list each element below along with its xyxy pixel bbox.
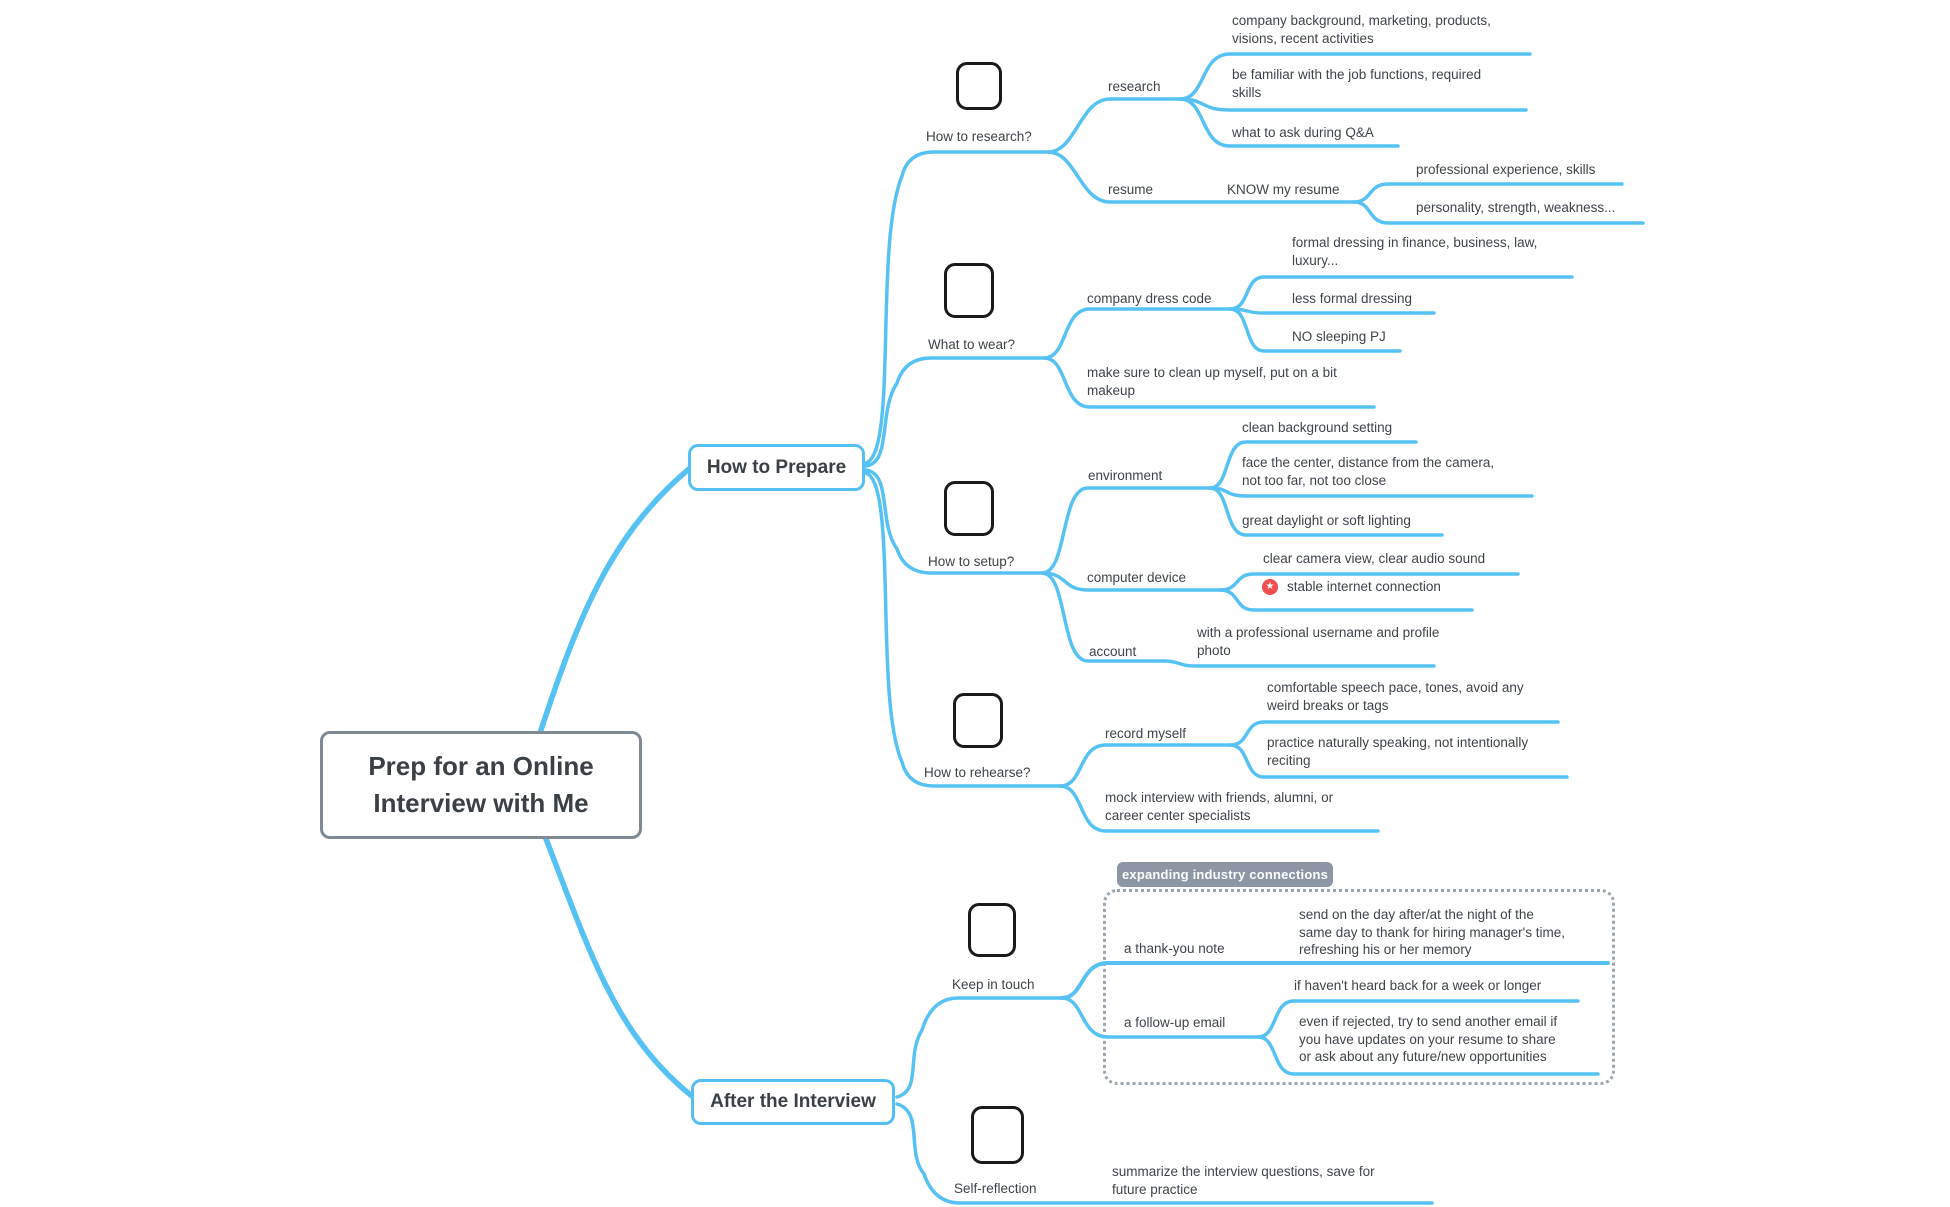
- leaf-face-center[interactable]: face the center, distance from the camer…: [1242, 455, 1495, 488]
- image-placeholder[interactable]: [944, 481, 994, 536]
- main-topic-after-the-interview[interactable]: After the Interview: [691, 1079, 895, 1125]
- leaf-makeup[interactable]: make sure to clean up myself, put on a b…: [1087, 365, 1337, 398]
- leaf-less-formal[interactable]: less formal dressing: [1292, 291, 1413, 306]
- topic-resume[interactable]: resume: [1108, 182, 1154, 197]
- leaf-qa[interactable]: what to ask during Q&A: [1232, 125, 1374, 140]
- leaf-camera-audio[interactable]: clear camera view, clear audio sound: [1263, 551, 1486, 566]
- topic-research[interactable]: research: [1108, 79, 1161, 94]
- priority-star-icon[interactable]: ★: [1262, 579, 1278, 595]
- topic-account[interactable]: account: [1089, 644, 1137, 659]
- root-topic[interactable]: Prep for an Online Interview with Me: [320, 731, 642, 839]
- leaf-professional-experience[interactable]: professional experience, skills: [1416, 162, 1596, 177]
- image-placeholder[interactable]: [956, 62, 1002, 110]
- leaf-personality[interactable]: personality, strength, weakness...: [1416, 200, 1616, 215]
- leaf-week-or-longer[interactable]: if haven't heard back for a week or long…: [1294, 978, 1542, 993]
- topic-record-myself[interactable]: record myself: [1105, 726, 1187, 741]
- image-placeholder[interactable]: [971, 1106, 1024, 1164]
- leaf-summarize[interactable]: summarize the interview questions, save …: [1112, 1164, 1375, 1197]
- leaf-stable-internet[interactable]: ★ stable internet connection: [1262, 578, 1441, 596]
- leaf-job-functions[interactable]: be familiar with the job functions, requ…: [1232, 67, 1482, 100]
- group-boundary[interactable]: [1103, 889, 1615, 1085]
- topic-how-to-rehearse[interactable]: How to rehearse?: [924, 765, 1031, 780]
- topic-know-my-resume[interactable]: KNOW my resume: [1227, 182, 1340, 197]
- leaf-practice-naturally[interactable]: practice naturally speaking, not intenti…: [1267, 735, 1529, 768]
- topic-self-reflection[interactable]: Self-reflection: [954, 1181, 1037, 1196]
- topic-company-dress-code[interactable]: company dress code: [1087, 291, 1212, 306]
- leaf-text: stable internet connection: [1287, 579, 1441, 594]
- leaf-username-photo[interactable]: with a professional username and profile…: [1197, 625, 1440, 658]
- topic-environment[interactable]: environment: [1088, 468, 1163, 483]
- image-placeholder[interactable]: [944, 263, 994, 318]
- topic-computer-device[interactable]: computer device: [1087, 570, 1187, 585]
- leaf-even-if-rejected[interactable]: even if rejected, try to send another em…: [1299, 1014, 1558, 1064]
- topic-what-to-wear[interactable]: What to wear?: [928, 337, 1016, 352]
- leaf-no-pj[interactable]: NO sleeping PJ: [1292, 329, 1386, 344]
- topic-a-thank-you-note[interactable]: a thank-you note: [1124, 941, 1225, 956]
- leaf-send-day-after[interactable]: send on the day after/at the night of th…: [1299, 907, 1565, 957]
- leaf-clean-background[interactable]: clean background setting: [1242, 420, 1393, 435]
- leaf-speech-pace[interactable]: comfortable speech pace, tones, avoid an…: [1267, 680, 1524, 713]
- leaf-company-background[interactable]: company background, marketing, products,…: [1232, 13, 1491, 46]
- image-placeholder[interactable]: [953, 693, 1003, 748]
- topic-how-to-setup[interactable]: How to setup?: [928, 554, 1015, 569]
- topic-keep-in-touch[interactable]: Keep in touch: [952, 977, 1035, 992]
- main-topic-how-to-prepare[interactable]: How to Prepare: [688, 444, 865, 491]
- topic-how-to-research[interactable]: How to research?: [926, 129, 1032, 144]
- topic-a-follow-up-email[interactable]: a follow-up email: [1124, 1015, 1226, 1030]
- image-placeholder[interactable]: [968, 903, 1016, 957]
- leaf-daylight[interactable]: great daylight or soft lighting: [1242, 513, 1411, 528]
- leaf-mock-interview[interactable]: mock interview with friends, alumni, or …: [1105, 790, 1334, 823]
- group-label[interactable]: expanding industry connections: [1117, 862, 1333, 887]
- leaf-formal-dressing[interactable]: formal dressing in finance, business, la…: [1292, 235, 1538, 268]
